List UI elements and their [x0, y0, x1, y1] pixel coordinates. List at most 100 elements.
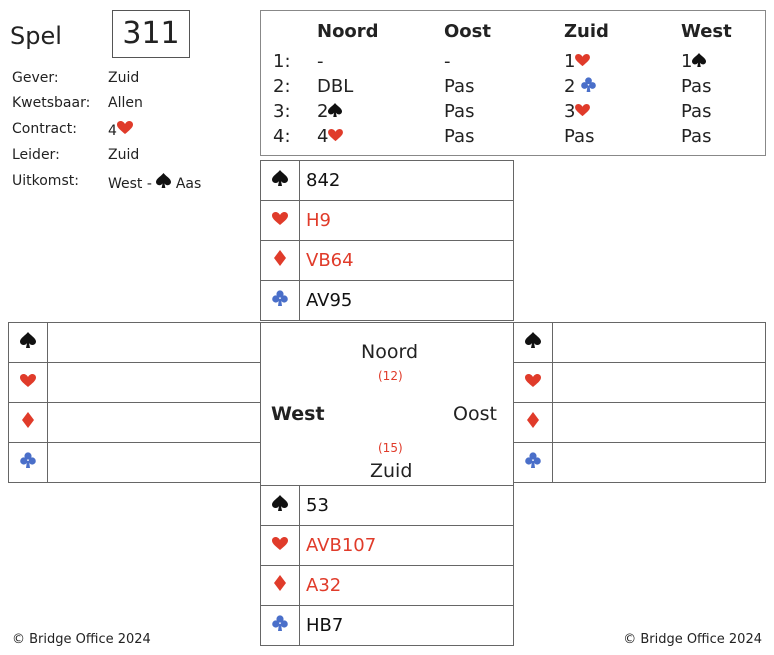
bid-level: 2 [564, 76, 576, 97]
south-hearts-row: AVB107 [260, 525, 514, 566]
club-icon [581, 77, 596, 92]
lead-card: Aas [175, 176, 202, 192]
east-hand [513, 322, 766, 483]
west-diamonds-row [8, 402, 261, 443]
bidding-header-west: West [681, 21, 732, 42]
heart-icon [575, 104, 591, 117]
footer-copyright-left: © Bridge Office 2024 [12, 632, 151, 647]
south-clubs-cards: HB7 [299, 605, 514, 646]
west-spades-cards [47, 322, 261, 363]
spade-icon [513, 322, 553, 363]
north-points: (12) [378, 369, 403, 383]
diamond-icon [8, 402, 48, 443]
bid-west: Pas [681, 126, 712, 147]
spade-icon [260, 485, 300, 526]
bidding-row-number: 4: [273, 126, 291, 147]
dealer-value: Zuid [108, 70, 140, 86]
west-spades-row [8, 322, 261, 363]
club-icon [260, 280, 300, 321]
board-number: 311 [112, 10, 190, 58]
bidding-header-east: Oost [444, 21, 491, 42]
east-hearts-row [513, 362, 766, 403]
bidding-table: Noord Oost Zuid West 1: - - 1 1 2: DBL P… [260, 10, 766, 156]
heart-icon [260, 200, 300, 241]
dealer-label: Gever: [12, 70, 59, 86]
contract-level: 4 [108, 123, 117, 139]
heart-icon [328, 129, 344, 142]
north-spades-row: 842 [260, 160, 514, 201]
bid-east: Pas [444, 101, 475, 122]
south-spades-row: 53 [260, 485, 514, 526]
north-hearts-cards: H9 [299, 200, 514, 241]
spade-icon [156, 173, 172, 192]
lead-value: West - Aas [108, 173, 201, 192]
bid-south: 1 [564, 51, 591, 72]
west-hearts-row [8, 362, 261, 403]
lead-label: Uitkomst: [12, 173, 79, 189]
compass-north: Noord [361, 341, 418, 363]
south-clubs-row: HB7 [260, 605, 514, 646]
spade-icon [692, 53, 707, 67]
club-icon [8, 442, 48, 483]
south-diamonds-cards: A32 [299, 565, 514, 606]
bid-north: 2 [317, 101, 343, 122]
bid-north: - [317, 51, 324, 72]
compass-west: West [271, 403, 325, 425]
south-hearts-cards: AVB107 [299, 525, 514, 566]
bid-south: Pas [564, 126, 595, 147]
diamond-icon [260, 240, 300, 281]
bid-east: Pas [444, 76, 475, 97]
south-hand: 53 AVB107 A32 HB7 [260, 485, 514, 646]
bidding-row-number: 3: [273, 101, 291, 122]
north-diamonds-cards: VB64 [299, 240, 514, 281]
north-clubs-cards: AV95 [299, 280, 514, 321]
heart-icon [513, 362, 553, 403]
bid-east: - [444, 51, 451, 72]
vulnerability-value: Allen [108, 95, 143, 111]
declarer-label: Leider: [12, 147, 60, 163]
bid-level: 1 [564, 51, 576, 72]
bid-level: 3 [564, 101, 576, 122]
bid-level: 4 [317, 126, 329, 147]
vulnerability-label: Kwetsbaar: [12, 95, 91, 111]
lead-player: West - [108, 176, 152, 192]
bid-west: 1 [681, 51, 707, 72]
heart-icon [260, 525, 300, 566]
club-icon [513, 442, 553, 483]
compass-east: Oost [453, 403, 497, 425]
spade-icon [328, 103, 343, 117]
bidding-header-north: Noord [317, 21, 379, 42]
bid-north: 4 [317, 126, 344, 147]
north-spades-cards: 842 [299, 160, 514, 201]
heart-icon [575, 54, 591, 67]
north-hearts-row: H9 [260, 200, 514, 241]
west-hand [8, 322, 261, 483]
contract-label: Contract: [12, 121, 77, 137]
bid-east: Pas [444, 126, 475, 147]
spade-icon [8, 322, 48, 363]
north-clubs-row: AV95 [260, 280, 514, 321]
south-points: (15) [378, 441, 403, 455]
east-diamonds-row [513, 402, 766, 443]
bid-west: Pas [681, 76, 712, 97]
east-spades-row [513, 322, 766, 363]
west-diamonds-cards [47, 402, 261, 443]
declarer-value: Zuid [108, 147, 140, 163]
contract-value: 4 [108, 121, 133, 139]
board-label: Spel [10, 22, 62, 50]
club-icon [260, 605, 300, 646]
east-clubs-cards [552, 442, 766, 483]
bidding-row-number: 2: [273, 76, 291, 97]
bid-south: 3 [564, 101, 591, 122]
heart-icon [8, 362, 48, 403]
bid-west: Pas [681, 101, 712, 122]
bid-level: 1 [681, 51, 693, 72]
east-spades-cards [552, 322, 766, 363]
east-clubs-row [513, 442, 766, 483]
west-clubs-row [8, 442, 261, 483]
bid-north: DBL [317, 76, 354, 97]
footer-copyright-right: © Bridge Office 2024 [623, 632, 762, 647]
south-spades-cards: 53 [299, 485, 514, 526]
heart-icon [116, 121, 133, 139]
spade-icon [260, 160, 300, 201]
